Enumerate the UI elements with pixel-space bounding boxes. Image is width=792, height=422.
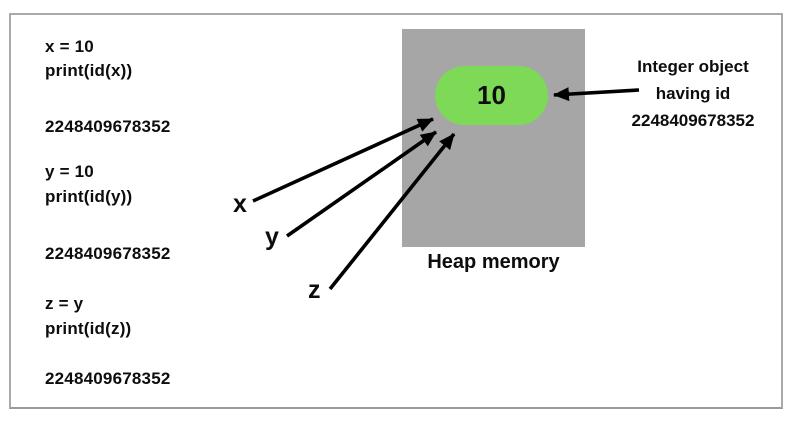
code-line: print(id(x)) xyxy=(45,61,133,80)
variable-label-y: y xyxy=(265,223,279,251)
code-line: print(id(y)) xyxy=(45,187,133,206)
code-line: x = 10 xyxy=(45,37,94,56)
code-output-id: 2248409678352 xyxy=(45,369,171,388)
annotation-line: having id xyxy=(655,84,731,103)
variable-label-z: z xyxy=(308,276,321,304)
integer-object-value: 10 xyxy=(477,80,506,110)
code-line: print(id(z)) xyxy=(45,319,132,338)
code-line: y = 10 xyxy=(45,162,94,181)
diagram-border xyxy=(9,13,783,409)
heap-memory-box xyxy=(402,29,585,247)
annotation-line: Integer object xyxy=(637,57,749,76)
code-output-id: 2248409678352 xyxy=(45,244,171,263)
code-output-id: 2248409678352 xyxy=(45,117,171,136)
code-line: z = y xyxy=(45,294,84,313)
variable-label-x: x xyxy=(233,190,247,218)
heap-memory-label: Heap memory xyxy=(427,251,560,273)
annotation-line: 2248409678352 xyxy=(631,111,755,130)
annotation-text: Integer object having id 2248409678352 xyxy=(598,53,788,134)
integer-object: 10 xyxy=(435,66,548,125)
